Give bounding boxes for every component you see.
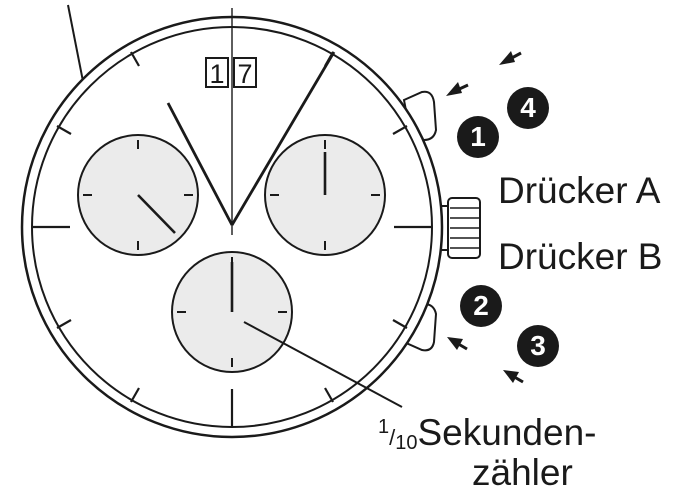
date-window-digit: 1: [205, 57, 229, 89]
tenth-second-counter-label: 1/10Sekunden-: [378, 412, 596, 454]
pusher-b-label: Drücker B: [498, 236, 663, 277]
hour-markers: [32, 51, 432, 427]
step-badge-1: 1: [457, 116, 499, 158]
step-badge-3: 3: [517, 325, 559, 367]
subdial-left: [77, 134, 199, 256]
press-arrow-icon: [503, 370, 524, 384]
tenth-second-label-line2: zähler: [472, 452, 573, 493]
subdial-bottom: [171, 251, 293, 373]
tenth-second-pointer-line: [243, 321, 403, 408]
subdial-right: [264, 134, 386, 256]
press-arrow-icon: [447, 337, 468, 351]
press-arrow-icon: [446, 82, 469, 96]
main-hands: [166, 8, 336, 235]
date-window-digit: 7: [233, 57, 257, 89]
fraction-denominator: 10: [395, 432, 418, 454]
fraction-numerator: 1: [378, 416, 390, 438]
pusher-a-label: Drücker A: [498, 170, 661, 211]
press-arrow-icon: [499, 51, 522, 65]
step-badge-4: 4: [507, 87, 549, 129]
tenth-second-label-line1: Sekunden-: [417, 412, 597, 453]
tenth-fraction: 1/10: [378, 416, 418, 454]
step-badge-2: 2: [460, 285, 502, 327]
